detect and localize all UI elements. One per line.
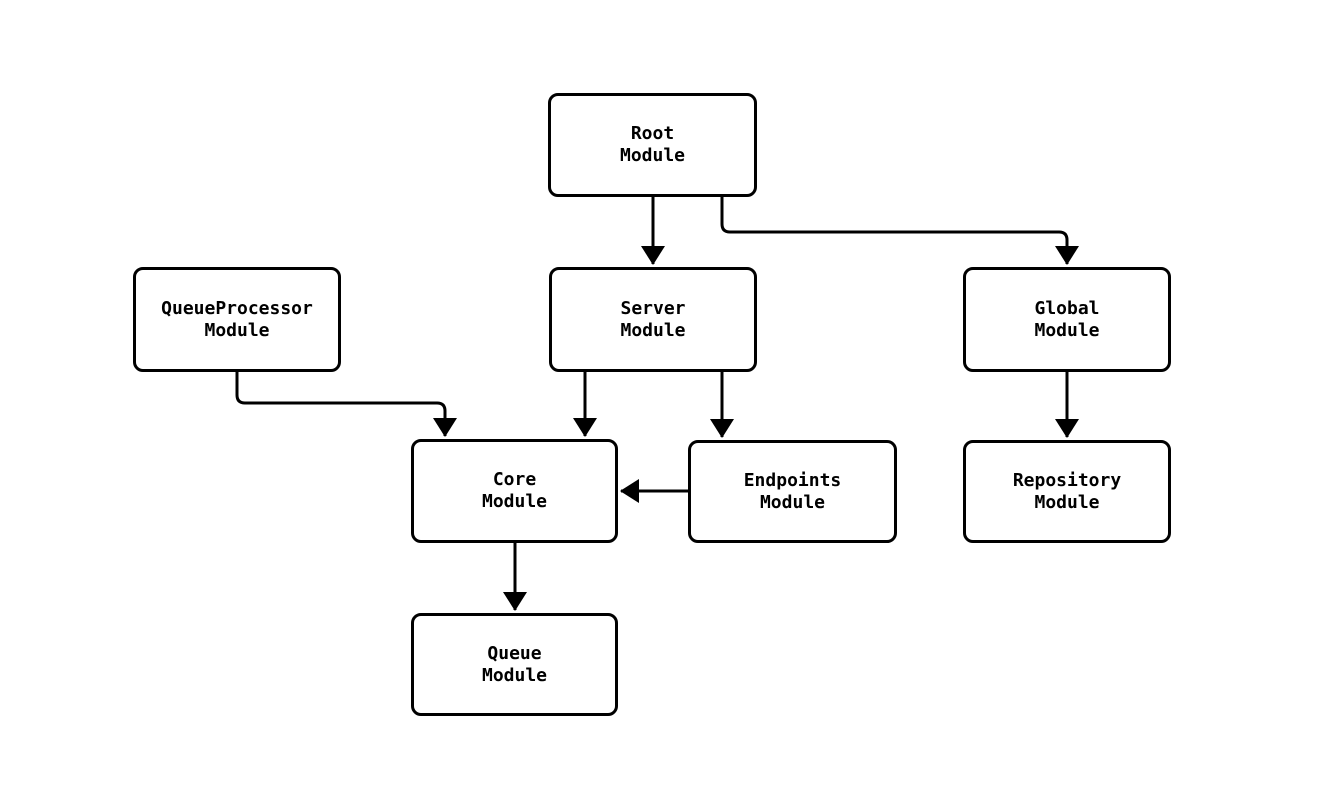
node-repository-module-label: Repository Module: [1012, 469, 1122, 513]
node-endpoints-module: Endpoints Module: [688, 440, 897, 543]
node-global-module-label: Global Module: [1034, 297, 1100, 341]
node-server-module-label: Server Module: [620, 297, 686, 341]
node-queue-module-label: Queue Module: [481, 642, 548, 686]
edge-queueprocessor-to-core: [235, 372, 457, 437]
node-root-module: Root Module: [548, 93, 757, 197]
node-repository-module: Repository Module: [963, 440, 1171, 543]
edge-root-to-global: [720, 197, 1079, 265]
node-server-module: Server Module: [549, 267, 757, 372]
node-core-module-label: Core Module: [481, 469, 548, 512]
node-global-module: Global Module: [963, 267, 1171, 372]
node-core-module: Core Module: [411, 439, 618, 543]
node-queueprocessor-module-label: QueueProcessor Module: [161, 297, 313, 341]
node-endpoints-module-label: Endpoints Module: [743, 469, 842, 513]
node-queue-module: Queue Module: [411, 613, 618, 716]
node-root-module-label: Root Module: [619, 123, 686, 166]
node-queueprocessor-module: QueueProcessor Module: [133, 267, 341, 372]
